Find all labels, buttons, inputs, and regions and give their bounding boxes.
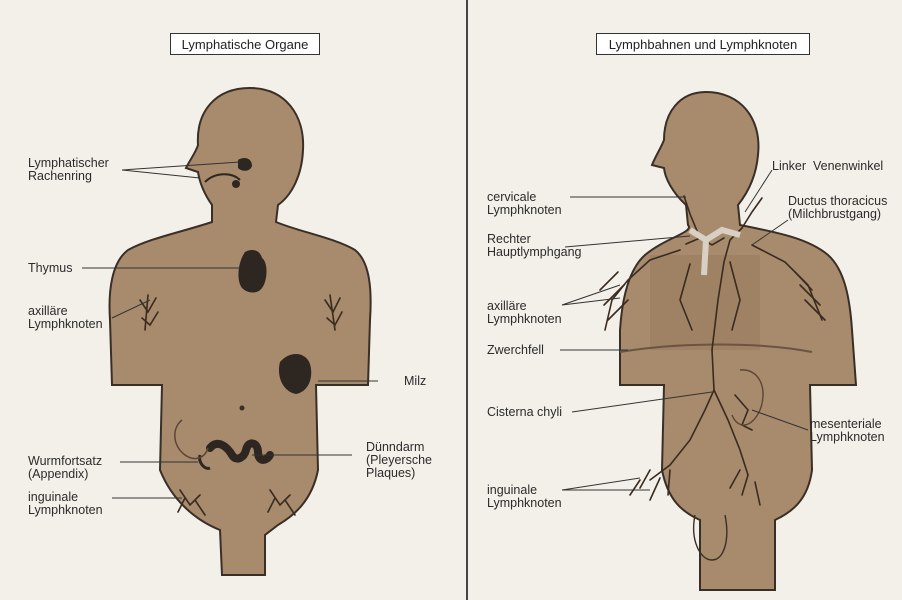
pharynx-ring xyxy=(204,173,241,183)
label-zwerchfell: Zwerchfell xyxy=(487,343,544,357)
left-body-silhouette xyxy=(108,86,372,576)
left-panel-title: Lymphatische Organe xyxy=(170,33,320,55)
label-thymus: Thymus xyxy=(28,261,73,275)
genital-outline xyxy=(693,514,728,561)
label-cervicale: cervicale Lymphknoten xyxy=(487,190,562,217)
right-panel-title: Lymphbahnen und Lymphknoten xyxy=(596,33,810,55)
intestine-organ xyxy=(206,439,274,464)
label-rachenring: Lymphatischer Rachenring xyxy=(28,156,109,183)
tonsil-organ xyxy=(238,158,252,171)
pharynx-node xyxy=(232,180,240,188)
label-mesenteriale: mesenteriale Lymphknoten xyxy=(810,417,885,444)
label-milz: Milz xyxy=(404,374,427,388)
diaphragm-line xyxy=(619,343,813,353)
label-venenwinkel: Linker Venenwinkel xyxy=(772,159,884,173)
navel xyxy=(239,405,245,411)
right-body-figure xyxy=(599,90,858,591)
vein-structure xyxy=(688,226,741,276)
thymus-organ xyxy=(238,250,267,293)
spleen-organ xyxy=(278,353,312,394)
right-body-silhouette xyxy=(619,90,858,591)
colon-outline xyxy=(174,419,209,460)
label-axillaere-left: axilläre Lymphknoten xyxy=(28,304,103,331)
label-inguinale-right: inguinale Lymphknoten xyxy=(487,483,562,510)
left-leader-lines xyxy=(82,161,378,499)
panel-divider xyxy=(466,0,468,600)
intestine-outline xyxy=(731,369,764,426)
right-leader-lines xyxy=(560,169,809,491)
left-inguinal-nodes xyxy=(177,489,296,516)
label-rechter: Rechter Hauptlymphgang xyxy=(487,232,582,259)
label-cisterna: Cisterna chyli xyxy=(487,405,563,419)
left-body-figure xyxy=(108,86,372,576)
label-inguinale-left: inguinale Lymphknoten xyxy=(28,490,103,517)
label-ductus: Ductus thoracicus (Milchbrustgang) xyxy=(788,194,888,221)
label-duenndarm: Dünndarm (Pleyersche Plaques) xyxy=(366,440,432,480)
label-axillaere-right: axilläre Lymphknoten xyxy=(487,299,562,326)
label-wurmfortsatz: Wurmfortsatz (Appendix) xyxy=(28,454,103,481)
